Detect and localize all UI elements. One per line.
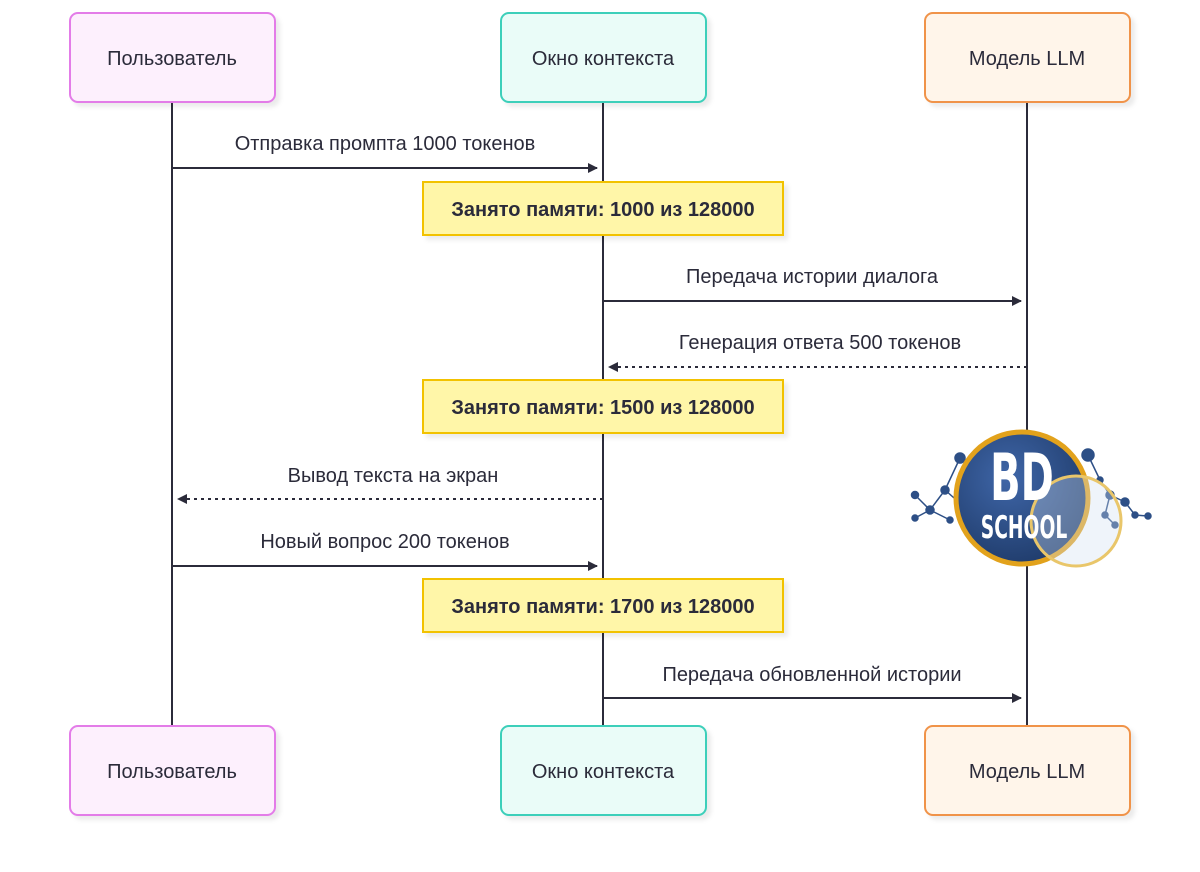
message-1: Отправка промпта 1000 токенов <box>172 133 598 173</box>
participant-label: Модель LLM <box>969 48 1085 70</box>
logo-overlay-circle <box>1029 474 1123 568</box>
note-label: Занято памяти: 1000 из 128000 <box>451 199 754 221</box>
message-label: Генерация ответа 500 токенов <box>679 332 961 354</box>
message-5: Новый вопрос 200 токенов <box>172 531 598 571</box>
bd-school-logo: BD SCHOOL <box>910 429 1152 568</box>
note-2: Занято памяти: 1500 из 128000 <box>422 379 784 434</box>
note-label: Занято памяти: 1500 из 128000 <box>451 397 754 419</box>
message-6: Передача обновленной истории <box>603 664 1022 703</box>
participant-context-bottom: Окно контекста <box>500 725 707 816</box>
participant-label: Окно контекста <box>532 48 675 70</box>
participant-label: Модель LLM <box>969 761 1085 783</box>
message-2: Передача истории диалога <box>603 266 1022 306</box>
logo-badge <box>953 429 1091 567</box>
message-4: Вывод текста на экран <box>177 465 603 504</box>
message-label: Вывод текста на экран <box>288 465 499 487</box>
participant-label: Окно контекста <box>532 761 675 783</box>
logo-line2: SCHOOL <box>981 510 1068 546</box>
participant-llm-top: Модель LLM <box>924 12 1131 103</box>
participant-label: Пользователь <box>107 761 237 783</box>
note-1: Занято памяти: 1000 из 128000 <box>422 181 784 236</box>
participant-llm-bottom: Модель LLM <box>924 725 1131 816</box>
message-label: Передача истории диалога <box>686 266 939 288</box>
participant-user-bottom: Пользователь <box>69 725 276 816</box>
message-label: Отправка промпта 1000 токенов <box>235 133 536 155</box>
participant-user-top: Пользователь <box>69 12 276 103</box>
message-label: Новый вопрос 200 токенов <box>260 531 509 553</box>
logo-line1: BD <box>990 440 1054 516</box>
participant-label: Пользователь <box>107 48 237 70</box>
participant-context-top: Окно контекста <box>500 12 707 103</box>
note-label: Занято памяти: 1700 из 128000 <box>451 596 754 618</box>
note-3: Занято памяти: 1700 из 128000 <box>422 578 784 633</box>
message-label: Передача обновленной истории <box>662 664 961 686</box>
message-3: Генерация ответа 500 токенов <box>608 332 1027 372</box>
